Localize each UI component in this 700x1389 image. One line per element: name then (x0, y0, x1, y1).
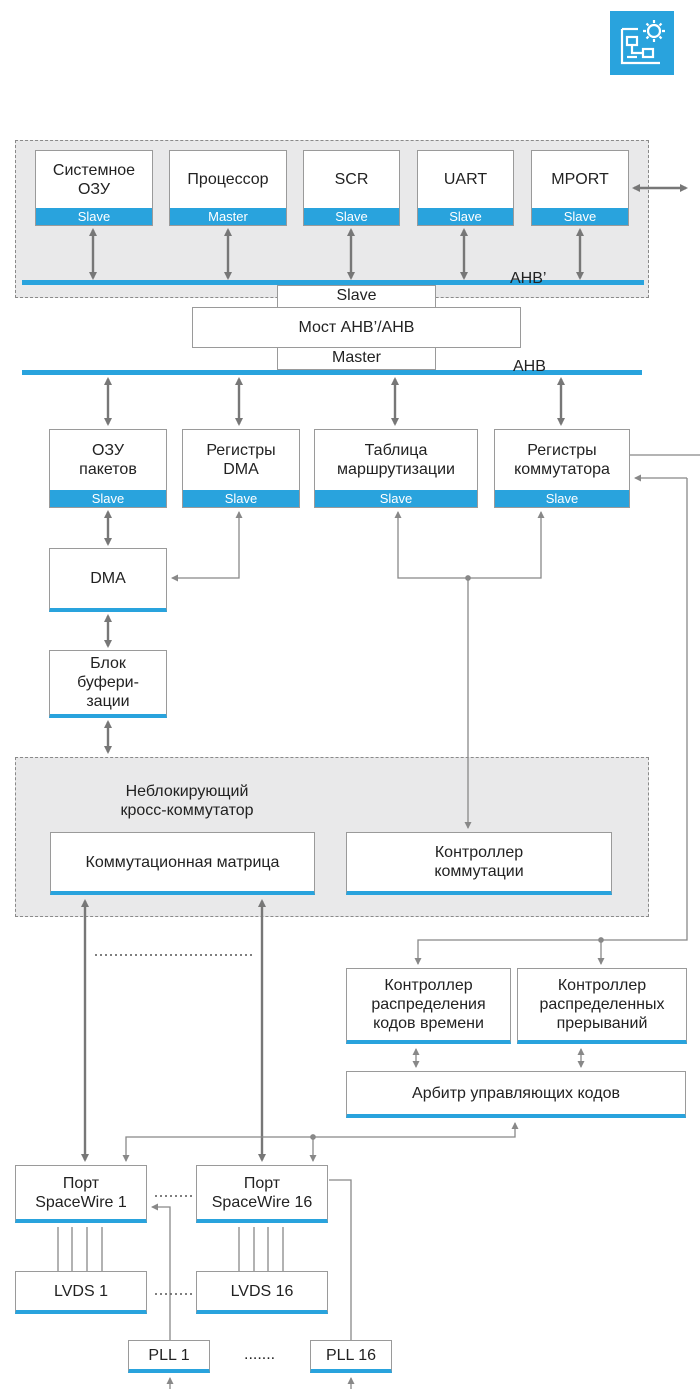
spacewire-port-16[interactable]: Порт SpaceWire 16 (196, 1165, 328, 1223)
port-label: Порт SpaceWire 1 (35, 1174, 127, 1211)
lvds-1[interactable]: LVDS 1 (15, 1271, 147, 1314)
slave-tag: Slave (183, 490, 299, 507)
circuit-gear-icon (610, 11, 674, 75)
uart-module[interactable]: UART Slave (417, 150, 514, 226)
ahb-prime-bus-label: AHB’ (510, 270, 547, 287)
interrupts-label: Контроллер распределенных прерываний (539, 977, 665, 1032)
dma-block[interactable]: DMA (49, 548, 167, 612)
pll-1[interactable]: PLL 1 (128, 1340, 210, 1373)
switching-matrix[interactable]: Коммутационная матрица (50, 832, 315, 895)
lvds-16[interactable]: LVDS 16 (196, 1271, 328, 1314)
time-codes-label: Контроллер распределения кодов времени (371, 977, 486, 1032)
slave-tag: Slave (36, 208, 152, 225)
ahb-bus (22, 370, 642, 375)
buffer-label: Блок буфери- зации (77, 655, 139, 710)
slave-tag: Slave (495, 490, 629, 507)
module-label: Процессор (187, 171, 269, 188)
dma-label: DMA (90, 570, 126, 587)
controller-label: Контроллер коммутации (434, 844, 524, 880)
switch-registers-module[interactable]: Регистры коммутатора Slave (494, 429, 630, 508)
processor-module[interactable]: Процессор Master (169, 150, 287, 226)
slave-tag: Slave (304, 208, 399, 225)
lvds-label: LVDS 1 (54, 1282, 108, 1300)
control-codes-arbiter[interactable]: Арбитр управляющих кодов (346, 1071, 686, 1118)
port-label: Порт SpaceWire 16 (211, 1174, 313, 1211)
module-label: UART (443, 171, 488, 188)
module-label: Таблица маршрутизации (337, 442, 455, 478)
scr-module[interactable]: SCR Slave (303, 150, 400, 226)
packet-ram-module[interactable]: ОЗУ пакетов Slave (49, 429, 167, 508)
master-tag: Master (170, 208, 286, 225)
lvds-label: LVDS 16 (230, 1282, 294, 1300)
module-label: SCR (334, 171, 369, 188)
switching-controller[interactable]: Контроллер коммутации (346, 832, 612, 895)
module-label: Регистры DMA (206, 442, 276, 478)
pll-label: PLL 1 (148, 1346, 190, 1364)
module-label: MPORT (551, 171, 609, 188)
spacewire-port-1[interactable]: Порт SpaceWire 1 (15, 1165, 147, 1223)
pll-label: PLL 16 (325, 1346, 377, 1364)
ahb-prime-bus (22, 280, 644, 285)
ahb-bus-label: AHB (513, 358, 546, 375)
slave-tag: Slave (532, 208, 628, 225)
mport-module[interactable]: MPORT Slave (531, 150, 629, 226)
interrupts-controller[interactable]: Контроллер распределенных прерываний (517, 968, 687, 1044)
time-codes-controller[interactable]: Контроллер распределения кодов времени (346, 968, 511, 1044)
pll-16[interactable]: PLL 16 (310, 1340, 392, 1373)
dma-registers-module[interactable]: Регистры DMA Slave (182, 429, 300, 508)
arbiter-label: Арбитр управляющих кодов (412, 1084, 620, 1102)
module-label: Регистры коммутатора (514, 442, 610, 478)
pll-ellipsis: ....... (244, 1346, 276, 1363)
buffer-block[interactable]: Блок буфери- зации (49, 650, 167, 718)
routing-table-module[interactable]: Таблица маршрутизации Slave (314, 429, 478, 508)
module-label: ОЗУ пакетов (79, 442, 137, 478)
bridge-master-tag: Master (277, 347, 436, 370)
slave-tag: Slave (418, 208, 513, 225)
matrix-label: Коммутационная матрица (85, 853, 280, 871)
slave-tag: Slave (315, 490, 477, 507)
module-label: Системное ОЗУ (52, 161, 136, 198)
slave-tag: Slave (50, 490, 166, 507)
system-ram-module[interactable]: Системное ОЗУ Slave (35, 150, 153, 226)
bridge-slave-tag: Slave (277, 285, 436, 308)
crossbar-title: Неблокирующий кросс-коммутатор (120, 783, 254, 819)
